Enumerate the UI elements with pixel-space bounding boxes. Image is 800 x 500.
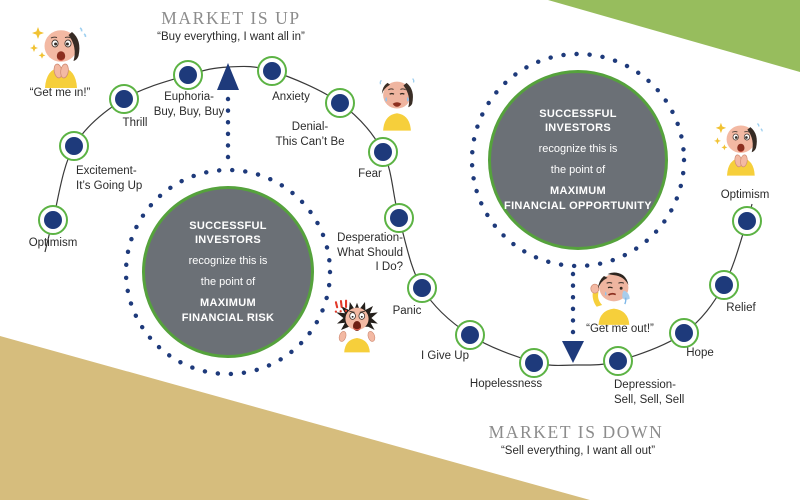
node-dot-icon <box>390 209 408 227</box>
emotion-label-desperation: Desperation- What Should I Do? <box>337 232 403 274</box>
node-dot-icon <box>413 279 431 297</box>
green-corner-triangle <box>548 0 800 72</box>
panicked-screaming-face-icon <box>333 298 381 354</box>
emotion-label-depression: Depression- Sell, Sell, Sell <box>614 379 685 406</box>
emotion-label-anxiety: Anxiety <box>272 91 310 103</box>
emotion-label-relief: Relief <box>726 302 756 314</box>
emotion-label-optimism-right: Optimism <box>720 189 770 201</box>
risk-circle-body1: recognize this is <box>188 255 268 268</box>
node-dot-icon <box>675 324 693 342</box>
emotion-node-desperation <box>384 203 414 233</box>
node-dot-icon <box>115 90 133 108</box>
emotion-node-anxiety <box>257 56 287 86</box>
emotion-node-optimism <box>38 205 68 235</box>
node-dot-icon <box>738 212 756 230</box>
opportunity-circle: SUCCESSFUL INVESTORS recognize this is t… <box>488 70 668 250</box>
emotion-node-euphoria <box>173 60 203 90</box>
node-dot-icon <box>525 354 543 372</box>
node-dot-icon <box>179 66 197 84</box>
emotion-label-fear: Fear <box>358 168 382 180</box>
worried-crying-face-icon <box>371 72 423 132</box>
opportunity-circle-body1: recognize this is <box>538 143 618 156</box>
node-dot-icon <box>715 276 733 294</box>
emotion-node-excitement <box>59 131 89 161</box>
node-dot-icon <box>609 352 627 370</box>
risk-dotted-ring <box>123 167 333 377</box>
market-up-title: MARKET IS UP <box>161 8 301 28</box>
node-dot-icon <box>263 62 281 80</box>
market-down-quote: “Sell everything, I want all out” <box>500 445 656 457</box>
emotion-node-i-give-up <box>455 320 485 350</box>
node-dot-icon <box>65 137 83 155</box>
emotion-label-panic: Panic <box>392 305 422 317</box>
emotion-node-denial <box>325 88 355 118</box>
node-dot-icon <box>331 94 349 112</box>
emotion-node-relief <box>709 270 739 300</box>
risk-circle-heading: SUCCESSFUL INVESTORS <box>189 219 267 247</box>
peak-up-arrow-icon <box>217 63 239 90</box>
node-dot-icon <box>44 211 62 229</box>
opportunity-circle-body2: the point of <box>550 163 606 176</box>
emotion-label-denial: Denial- This Can’t Be <box>275 121 345 148</box>
node-dot-icon <box>461 326 479 344</box>
opportunity-circle-emphasis: MAXIMUM FINANCIAL OPPORTUNITY <box>504 184 652 212</box>
emotion-label-hopelessness: Hopelessness <box>469 378 543 390</box>
emotion-node-depression <box>603 346 633 376</box>
risk-circle-body2: the point of <box>200 275 256 288</box>
market-down-title: MARKET IS DOWN <box>488 422 664 442</box>
risk-circle-emphasis: MAXIMUM FINANCIAL RISK <box>181 296 275 324</box>
emotion-node-panic <box>407 273 437 303</box>
emotion-label-i-give-up: I Give Up <box>421 350 469 362</box>
trough-down-arrow-icon <box>562 341 584 363</box>
hopeful-investor-face-icon <box>714 116 766 178</box>
emotion-label-excitement: Excitement- It’s Going Up <box>76 165 143 192</box>
get-me-in-callout: “Get me in!” <box>29 87 91 99</box>
market-up-quote: “Buy everything, I want all in” <box>157 31 305 43</box>
emotion-node-hope <box>669 318 699 348</box>
emotion-node-fear <box>368 137 398 167</box>
opportunity-dotted-ring <box>469 51 687 269</box>
emotion-label-euphoria: Euphoria- Buy, Buy, Buy <box>153 91 225 118</box>
opportunity-circle-heading: SUCCESSFUL INVESTORS <box>539 107 617 135</box>
emotion-node-hopelessness <box>519 348 549 378</box>
distraught-crying-face-icon <box>584 264 642 326</box>
emotion-node-thrill <box>109 84 139 114</box>
excited-investor-face-icon <box>30 22 90 88</box>
emotion-node-optimism-right <box>732 206 762 236</box>
emotion-label-hope: Hope <box>686 347 714 359</box>
emotion-label-thrill: Thrill <box>122 117 148 129</box>
risk-circle: SUCCESSFUL INVESTORS recognize this is t… <box>142 186 314 358</box>
node-dot-icon <box>374 143 392 161</box>
emotion-label-optimism: Optimism <box>28 237 78 249</box>
get-me-out-callout: “Get me out!” <box>586 323 654 335</box>
tan-corner-triangle <box>0 336 590 500</box>
